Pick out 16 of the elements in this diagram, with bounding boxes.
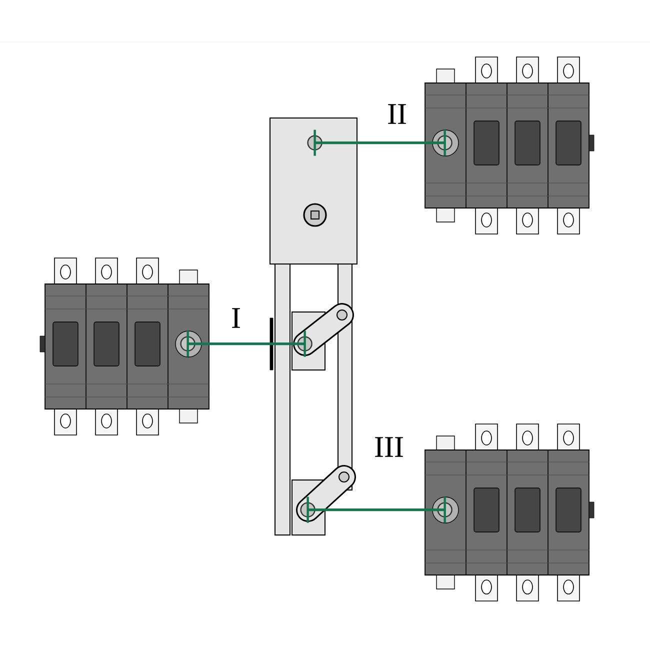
- pivot-crosshair: [180, 330, 196, 357]
- pivot-crosshair: [437, 496, 452, 523]
- interlock-mechanism-drawing: [270, 118, 358, 536]
- pivot-crosshair: [437, 130, 452, 156]
- roman-numeral-label: II: [388, 104, 406, 124]
- linkage-line: [307, 508, 446, 512]
- switch-drawing: [424, 56, 594, 234]
- linkage-line: [314, 142, 446, 144]
- linkage-line: [187, 342, 306, 346]
- roman-numeral-label: III: [375, 437, 403, 457]
- switch-drawing: [424, 424, 594, 602]
- roman-numeral-label: I: [232, 308, 240, 328]
- pivot-crosshair: [307, 130, 322, 156]
- switch-drawing: [40, 258, 210, 436]
- pivot-crosshair: [297, 330, 312, 357]
- pivot-crosshair: [300, 496, 316, 523]
